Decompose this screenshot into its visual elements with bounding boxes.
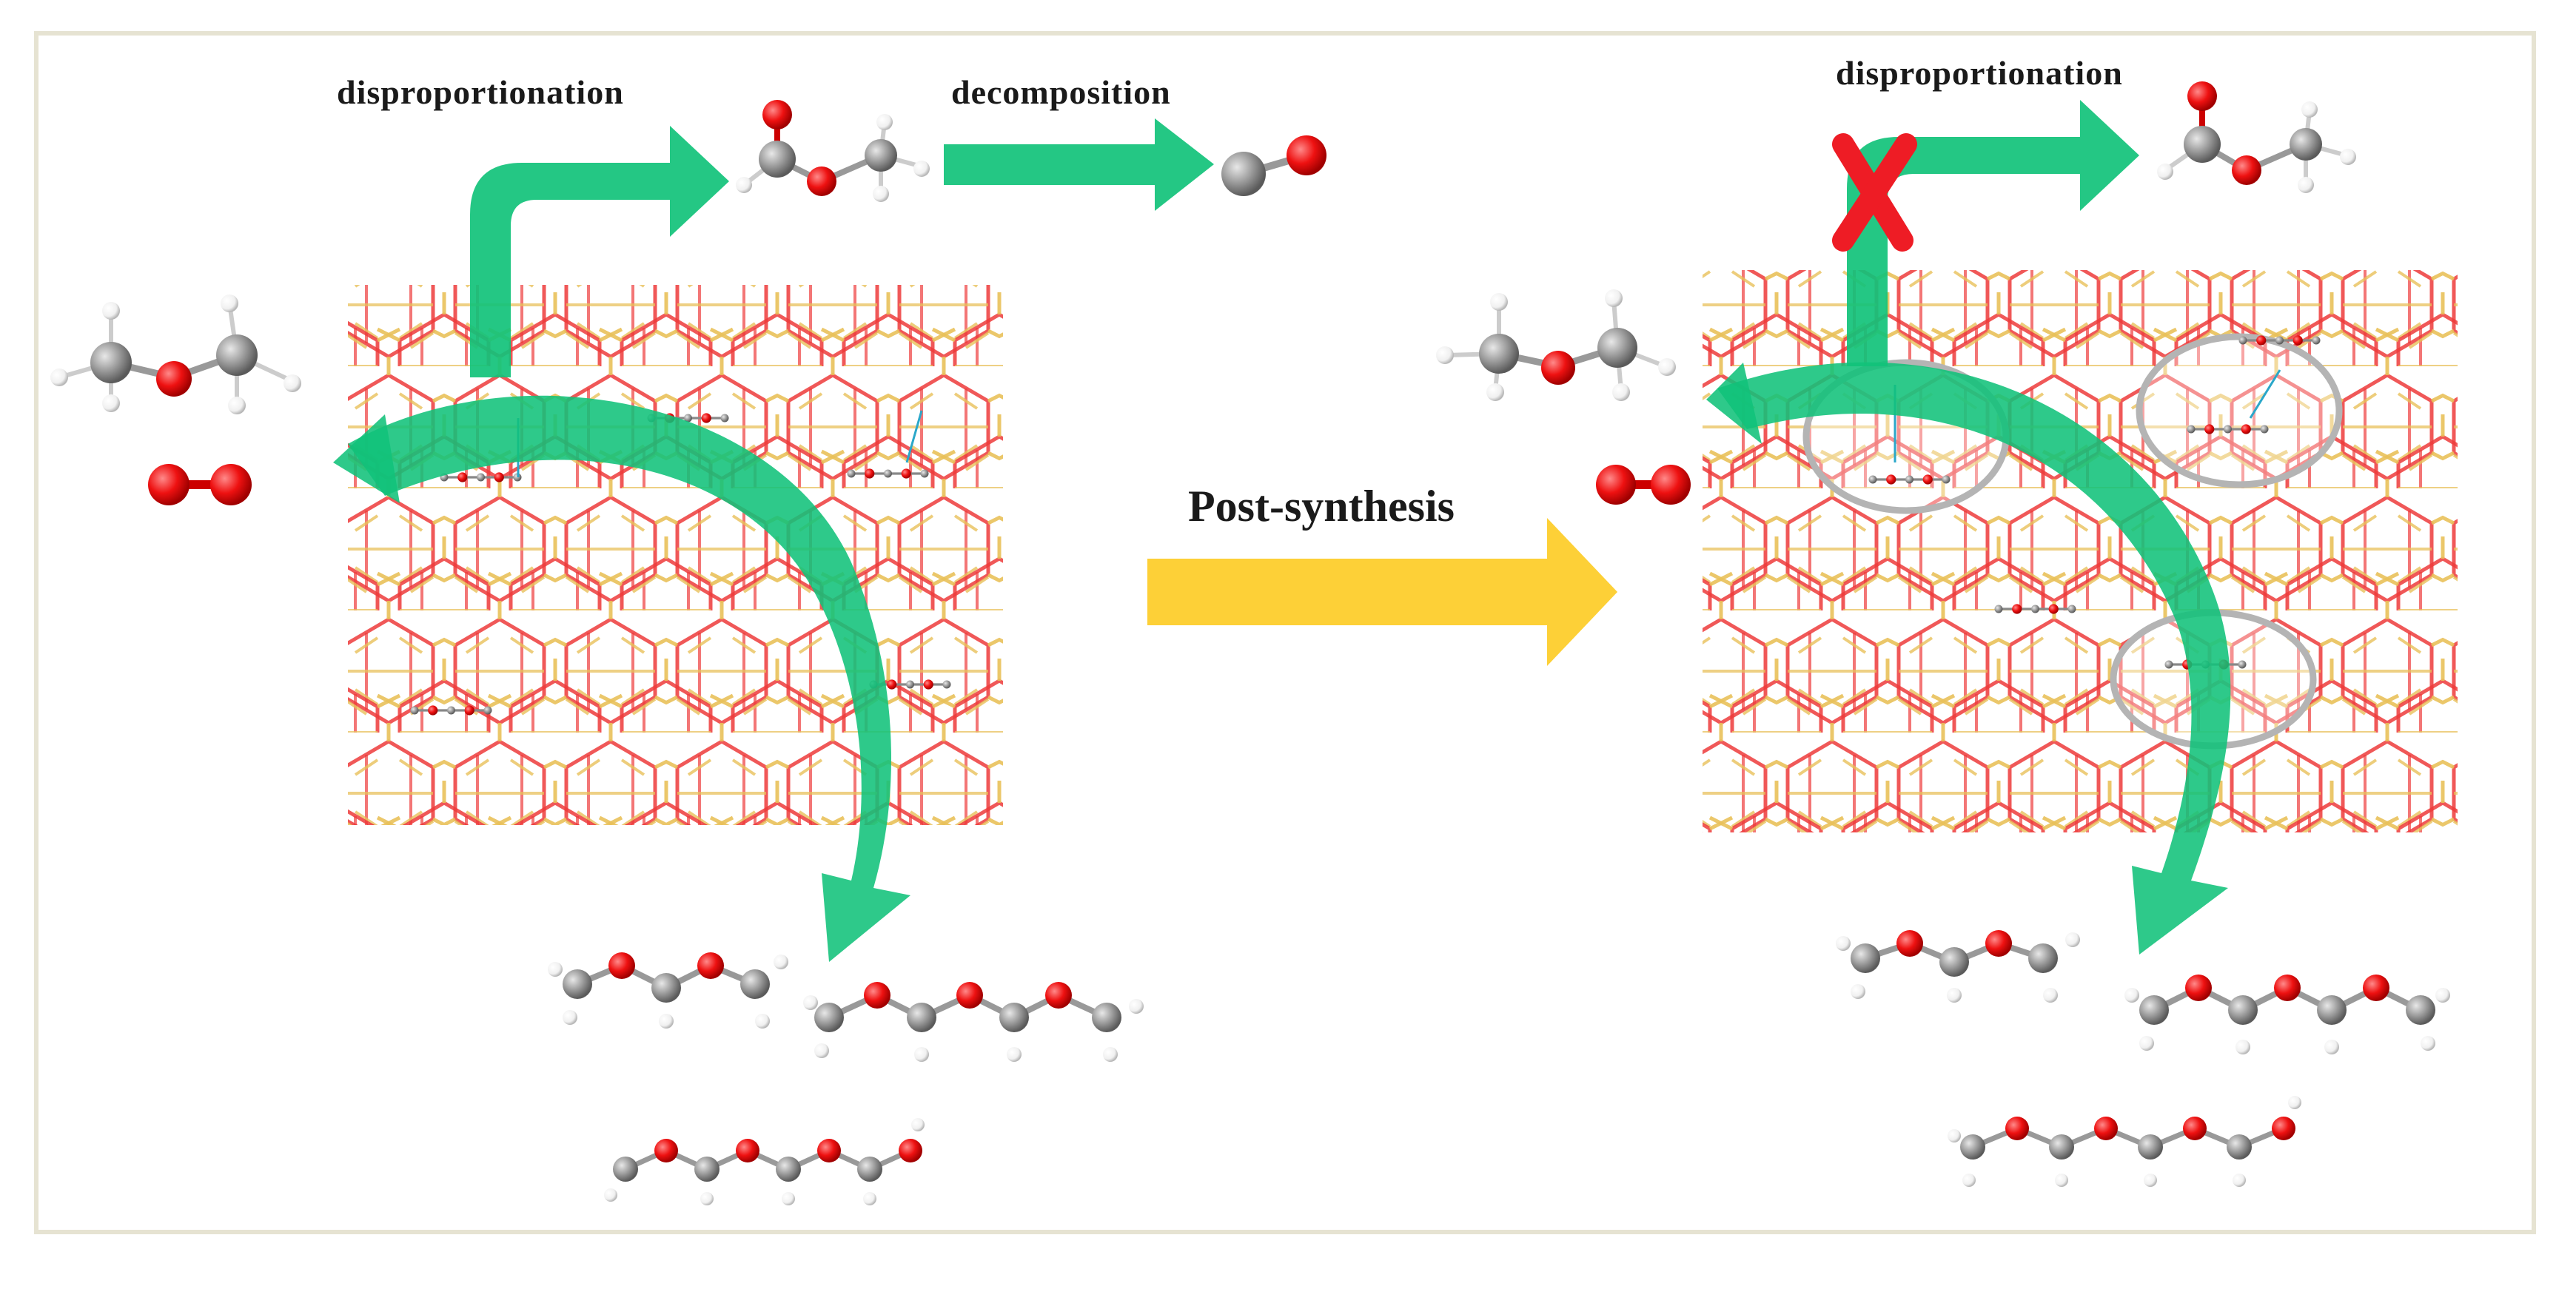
dme-molecule-left [50,295,301,414]
o2-molecule-right [1596,465,1691,505]
pore-site-ring-2 [2136,333,2343,488]
label-decomposition: decomposition [951,73,1171,111]
label-disproportionation-left: disproportionation [337,73,624,111]
co-molecule [1221,135,1326,196]
methyl-formate-right [2157,81,2356,193]
dmm3-product-right [1948,1096,2301,1187]
dmm2-product-right [2124,975,2450,1054]
disproportionation-arrow-right [1847,100,2139,366]
zeolite-framework-left [348,285,1003,825]
blocked-x-icon [1832,133,1917,252]
dmm1-product-left [548,952,788,1029]
adsorbed-dmm-right-4 [1994,604,2076,614]
diffusion-arrow-right-tail [1706,363,1762,444]
methyl-formate-left [736,100,930,202]
label-post-synthesis: Post-synthesis [1188,482,1455,531]
diffusion-arrow-left [348,395,910,962]
adsorbed-dmm-left-4 [410,705,492,716]
adsorbed-dmm-left-5 [869,679,951,690]
dmm2-product-left [803,982,1144,1062]
adsorbed-dmm-right-3 [2238,335,2321,346]
disproportionation-arrow-left [470,126,729,377]
adsorbed-dmm-right-1 [1868,474,1951,485]
zeolite-framework-right [1703,270,2458,832]
post-synthesis-arrow [1147,518,1617,666]
dmm3-product-left [604,1118,925,1205]
label-disproportionation-right: disproportionation [1836,54,2123,92]
adsorbed-dmm-left-3 [847,468,929,479]
dmm1-product-right [1836,930,2080,1003]
o2-molecule-left [148,464,252,505]
adsorbed-dmm-right-2 [2187,424,2269,434]
dme-molecule-right [1436,289,1676,401]
diffusion-arrow-left-tail [333,414,400,503]
decomposition-arrow [944,118,1214,211]
diffusion-arrow-right [1717,362,2231,955]
